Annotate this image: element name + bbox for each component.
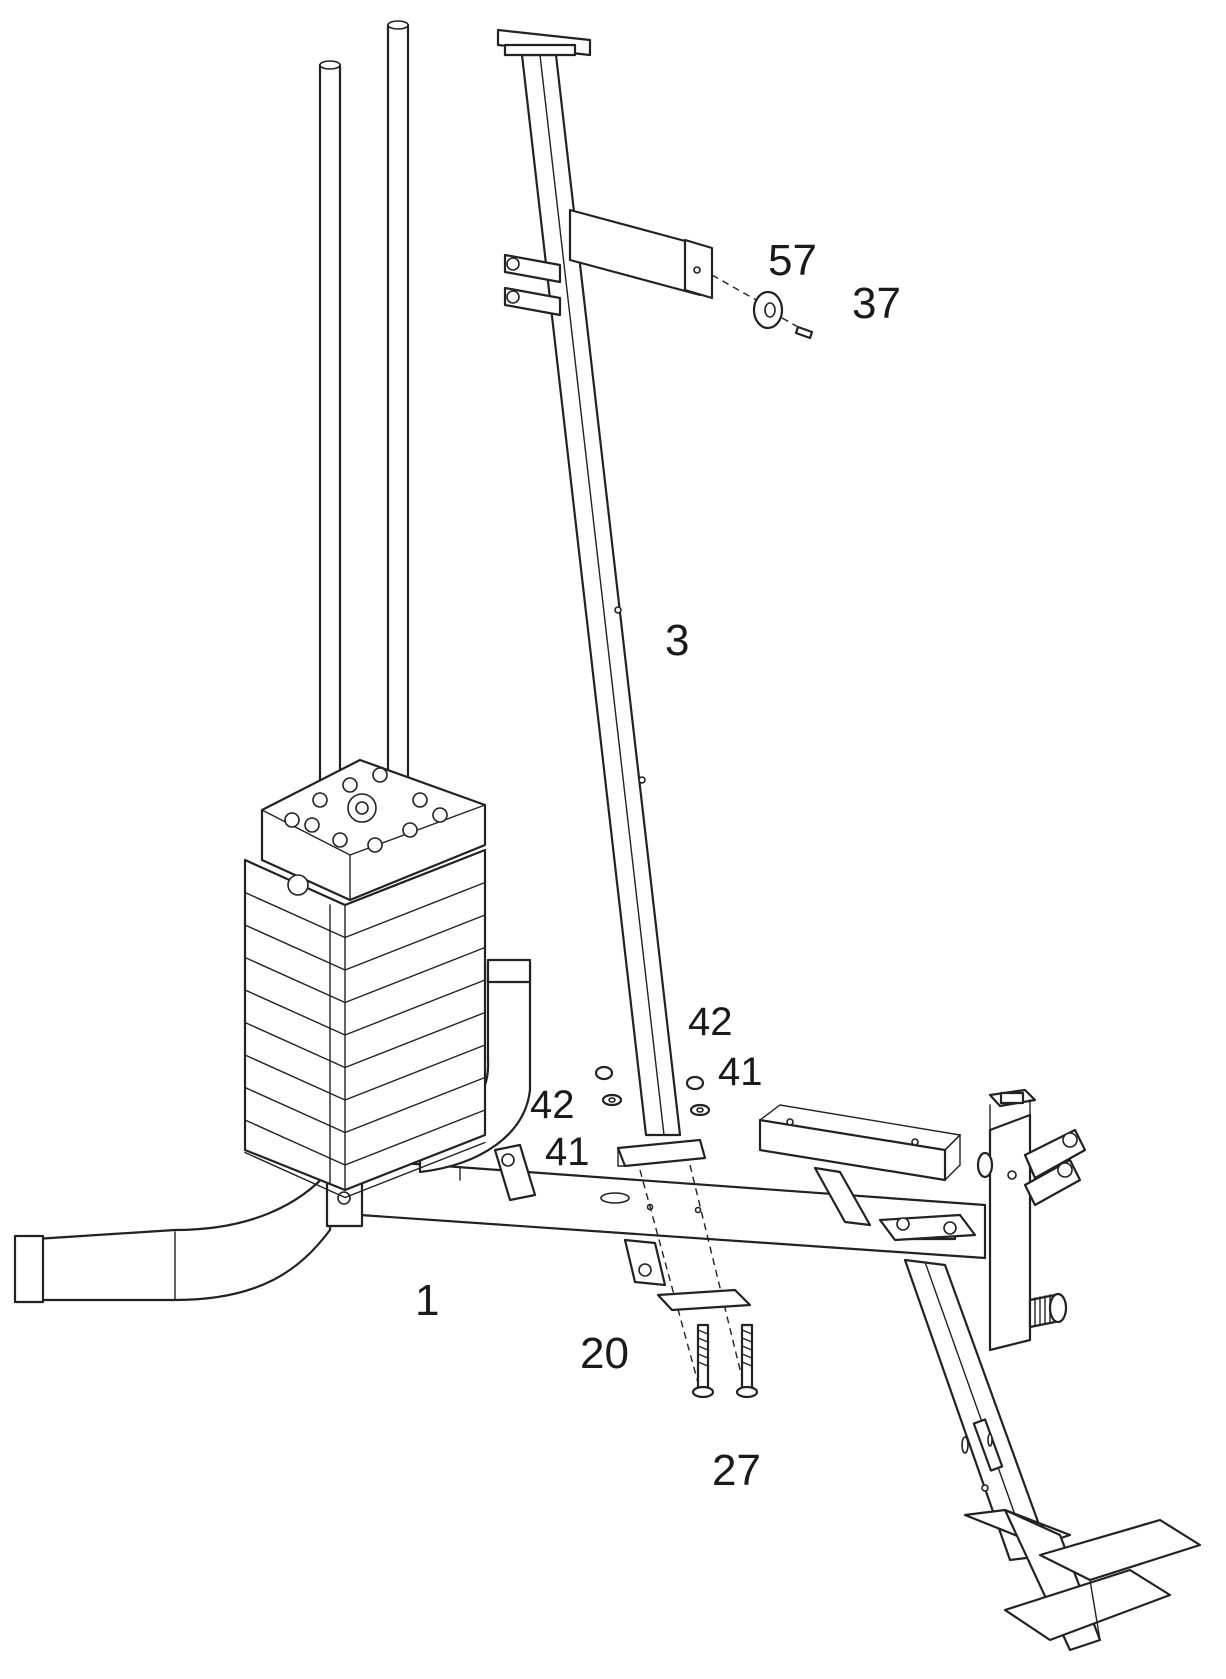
weight-stack [243, 848, 487, 1199]
seat-support [758, 1104, 962, 1227]
weight-plate [244, 1141, 486, 1199]
label-part-57: 57 [768, 236, 817, 285]
washer-part-41-left [601, 1093, 623, 1107]
upright-post [496, 28, 714, 1137]
base-frame-left-leg [13, 1168, 332, 1304]
front-diagonal-leg [903, 1258, 1052, 1562]
guide-rods [318, 20, 410, 802]
bolt-part-37 [781, 317, 814, 340]
label-part-41-left: 41 [545, 1130, 590, 1174]
bolts-part-27 [691, 1323, 759, 1399]
weight-stack-top-plate [260, 758, 487, 902]
weight-stack-body [243, 848, 487, 1192]
nut-part-42-right [685, 1075, 705, 1091]
front-post [976, 1088, 1087, 1352]
label-part-41-right: 41 [718, 1050, 763, 1094]
plate-part-20 [656, 1288, 752, 1312]
label-part-42-left: 42 [530, 1083, 575, 1127]
nut-part-42-left [594, 1065, 614, 1081]
upright-foot-bracket [616, 1138, 707, 1168]
label-part-1: 1 [415, 1276, 439, 1325]
part-labels: 57 37 3 42 41 42 41 1 20 27 [415, 236, 901, 1495]
pulley-part-57 [711, 274, 784, 330]
label-part-42-right: 42 [688, 1000, 733, 1044]
rail-bolt-plate [878, 1213, 977, 1242]
rail-pulley-tab [493, 1143, 537, 1202]
label-part-3: 3 [665, 616, 689, 665]
washer-part-41-right [689, 1103, 711, 1117]
front-foot [963, 1508, 1202, 1652]
label-part-27: 27 [712, 1446, 761, 1495]
label-part-37: 37 [852, 279, 901, 328]
rail-lower-tab [623, 1238, 667, 1287]
label-part-20: 20 [580, 1329, 629, 1378]
